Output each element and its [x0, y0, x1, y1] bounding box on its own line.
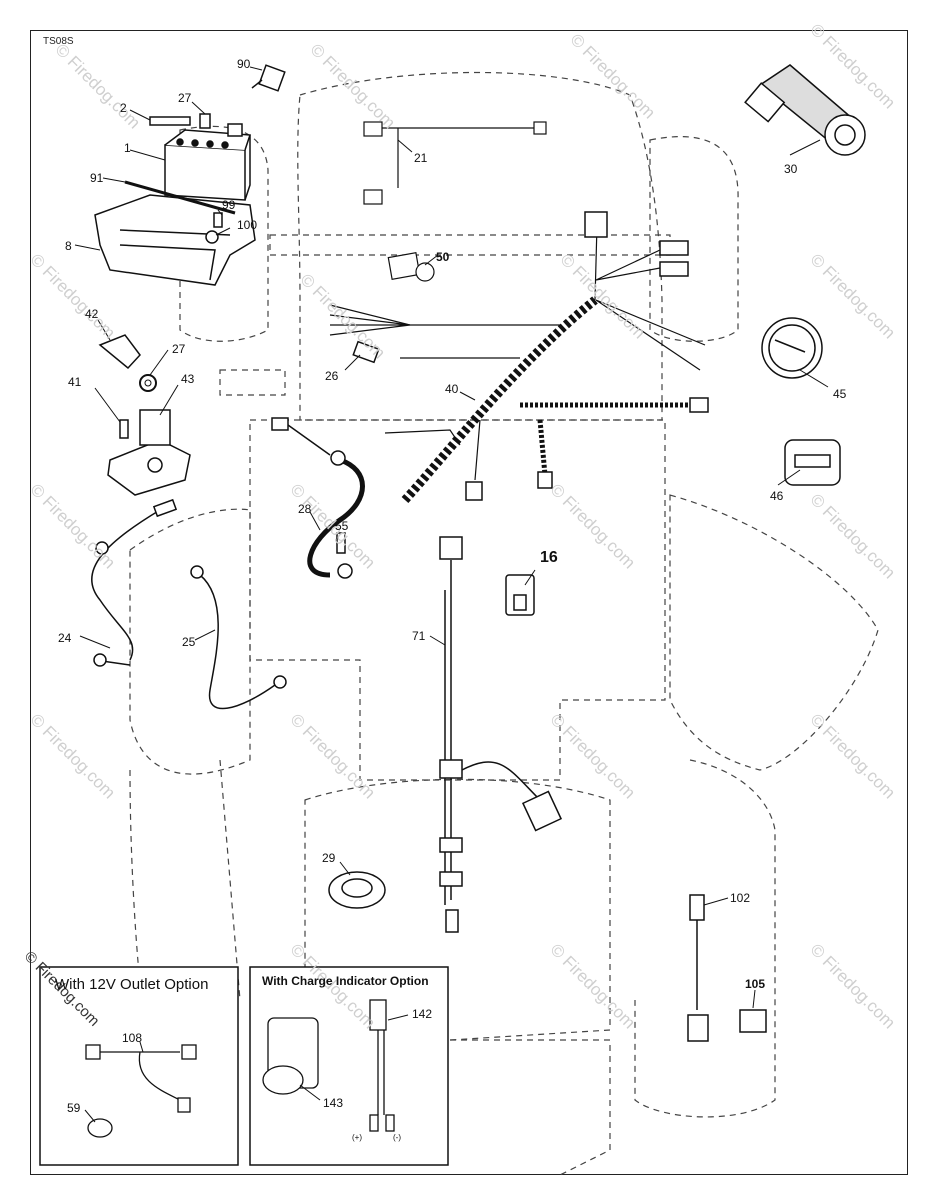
callout-2[interactable]: 2: [120, 101, 127, 115]
callout-8[interactable]: 8: [65, 239, 72, 253]
polarity-minus-label: (-): [393, 1133, 401, 1142]
callout-50[interactable]: 50: [436, 250, 450, 264]
callout-28[interactable]: 28: [298, 502, 312, 516]
callout-100[interactable]: 100: [237, 218, 258, 232]
inset-title-charge-indicator: With Charge Indicator Option: [262, 974, 429, 988]
callout-142[interactable]: 142: [412, 1007, 433, 1021]
callout-30[interactable]: 30: [784, 162, 798, 176]
callout-59[interactable]: 59: [67, 1101, 81, 1115]
callout-43[interactable]: 43: [181, 372, 195, 386]
diagram-code: TS08S: [43, 36, 74, 47]
callout-41[interactable]: 41: [68, 375, 82, 389]
callout-29[interactable]: 29: [322, 851, 336, 865]
callout-40[interactable]: 40: [445, 382, 459, 396]
callout-16[interactable]: 16: [540, 549, 558, 566]
callout-55[interactable]: 55: [335, 519, 349, 533]
inset-title-12v-outlet: With 12V Outlet Option: [55, 976, 209, 993]
callout-25[interactable]: 25: [182, 635, 196, 649]
callout-24[interactable]: 24: [58, 631, 72, 645]
callout-21[interactable]: 21: [414, 151, 428, 165]
callout-27[interactable]: 27: [172, 342, 186, 356]
polarity-plus-label: (+): [352, 1133, 362, 1142]
callout-99[interactable]: 99: [222, 198, 236, 212]
callout-71[interactable]: 71: [412, 629, 426, 643]
diagram-border: [30, 30, 908, 1175]
callout-42[interactable]: 42: [85, 307, 99, 321]
callout-91[interactable]: 91: [90, 171, 104, 185]
callout-105[interactable]: 105: [745, 977, 766, 991]
callout-46[interactable]: 46: [770, 489, 784, 503]
callout-143[interactable]: 143: [323, 1096, 344, 1110]
callout-45[interactable]: 45: [833, 387, 847, 401]
callout-1[interactable]: 1: [124, 141, 131, 155]
callout-90[interactable]: 90: [237, 57, 251, 71]
callout-26[interactable]: 26: [325, 369, 339, 383]
callout-27[interactable]: 27: [178, 91, 192, 105]
callout-102[interactable]: 102: [730, 891, 751, 905]
callout-108[interactable]: 108: [122, 1031, 143, 1045]
